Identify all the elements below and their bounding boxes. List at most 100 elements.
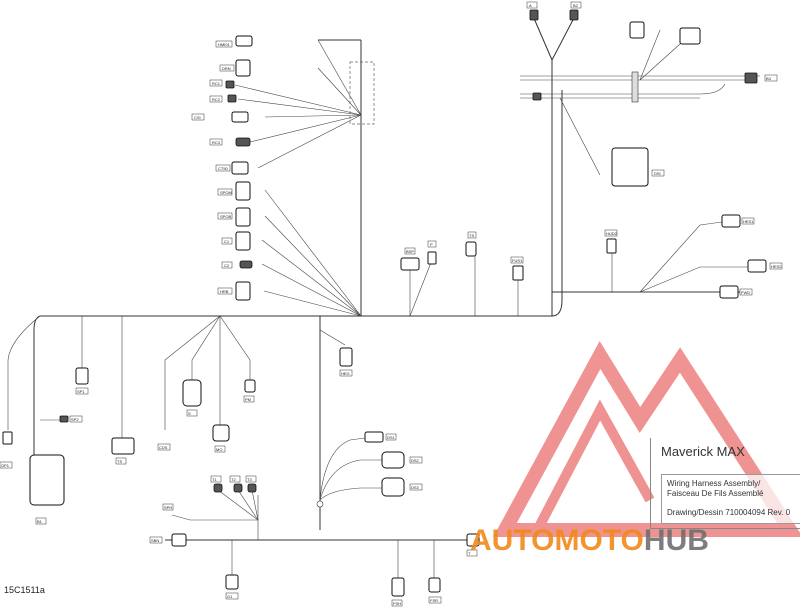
connector-tag-label: T1 xyxy=(212,477,217,482)
drawing-number: Drawing/Dessin 710004094 Rev. 0 xyxy=(667,508,791,517)
connector-shape xyxy=(631,71,639,103)
main-harness-trunk xyxy=(33,15,740,541)
wire-segment xyxy=(171,514,258,521)
wire-segment xyxy=(639,221,723,293)
connector-rc3 xyxy=(235,137,251,147)
connector-tag-label: PM xyxy=(245,397,251,402)
tag-box xyxy=(217,287,233,295)
tag-box xyxy=(604,229,618,237)
tag-box xyxy=(209,138,223,146)
upper-left-tags: HMI01 DRN RC1 RC2 CSI RC3 CT50 SPOM SPOB… xyxy=(191,40,235,295)
wire-segment xyxy=(535,399,655,528)
wire-segment xyxy=(264,215,362,317)
tag-box xyxy=(243,395,255,403)
connector-tag-label: T xyxy=(468,551,471,556)
wire-segment xyxy=(639,29,661,81)
tag-box xyxy=(210,475,222,483)
connector-tag-label: DS2 xyxy=(411,458,420,463)
connector-tag-label: B3 xyxy=(766,76,772,81)
connector-shape xyxy=(316,500,324,508)
connector-tag-label: SPOM xyxy=(220,190,232,195)
connector-a xyxy=(529,9,539,21)
connector-tag-label: S xyxy=(188,411,191,416)
connector-rc1 xyxy=(225,80,235,89)
wire-segment xyxy=(217,489,259,521)
connector-top-right1 xyxy=(629,21,645,39)
wire-segment xyxy=(219,315,251,380)
tag-box xyxy=(427,240,437,248)
tag-box xyxy=(75,387,89,395)
tag-box xyxy=(0,461,13,469)
connector-tag-label: MO xyxy=(216,447,222,452)
tag-box xyxy=(229,475,241,483)
connector-g1 xyxy=(225,574,239,590)
tag-box xyxy=(217,188,233,196)
connector-sp1 xyxy=(75,367,89,385)
wire-segment xyxy=(319,487,382,501)
lower-left-branches: OP1 SP1 SP2 B1 TS CDS S MO PM xyxy=(0,315,256,525)
connector-ts xyxy=(465,241,477,257)
wire-segment xyxy=(264,189,362,317)
wire-segment xyxy=(191,315,221,380)
connector-tag-label: C2 xyxy=(224,263,230,268)
connector-t1 xyxy=(213,483,223,493)
connector-b3 xyxy=(532,92,542,101)
tag-box xyxy=(391,599,403,607)
wire-segment xyxy=(164,315,221,430)
connector-tag-label: BSP xyxy=(406,249,414,254)
connector-op1 xyxy=(2,431,13,445)
connector-tag-label: HMI01 xyxy=(218,42,231,47)
wire-segment xyxy=(493,341,800,537)
connector-shape xyxy=(349,61,375,125)
connector-tag-label: B2 xyxy=(573,3,579,8)
tag-box xyxy=(149,536,163,544)
mid-top-connectors: BSP P TS FUS1 HUD2 xyxy=(400,229,618,317)
wire-segment xyxy=(559,97,601,176)
tag-box xyxy=(404,247,416,255)
wire-segment xyxy=(237,489,259,521)
connector-tag-label: T3 xyxy=(247,477,252,482)
tag-box xyxy=(221,237,233,245)
connector-hmi01 xyxy=(235,35,253,47)
connector-t xyxy=(466,533,480,547)
connector-ds2 xyxy=(381,451,405,469)
connector-fus1 xyxy=(512,265,524,281)
model-name: Maverick MAX xyxy=(661,444,745,459)
wire-segment xyxy=(261,239,362,317)
connector-c1 xyxy=(235,231,251,251)
wire-segment xyxy=(319,437,366,501)
tag-box xyxy=(214,445,226,453)
connector-t3 xyxy=(247,483,257,493)
wire-segment xyxy=(319,329,346,346)
connector-fwd xyxy=(719,285,739,299)
wire-segment xyxy=(551,15,576,61)
connector-pm xyxy=(244,379,256,393)
connector-tag-label: DSI xyxy=(654,171,661,176)
tag-box xyxy=(215,40,233,48)
connector-tag-label: DRN xyxy=(222,66,231,71)
wire-segment xyxy=(409,259,433,317)
tag-box xyxy=(209,79,223,87)
connector-spom xyxy=(235,181,251,201)
tag-box xyxy=(221,261,233,269)
tag-box xyxy=(764,74,778,82)
connector-tag-label: FSH xyxy=(393,601,401,606)
connector-tag-label: A xyxy=(529,3,532,8)
connector-tag-label: CT50 xyxy=(218,166,229,171)
tag-box xyxy=(385,433,397,441)
tag-box xyxy=(467,231,477,239)
tag-box xyxy=(739,288,753,296)
connector-tag-label: FUS1 xyxy=(512,258,523,263)
tag-box xyxy=(526,1,538,9)
connector-tag-label: HRB xyxy=(220,289,229,294)
connector-tag-label: HES1 xyxy=(743,219,754,224)
connector-tag-label: CSI xyxy=(194,115,201,120)
connector-tag-label: T2 xyxy=(231,477,236,482)
connector-hes2 xyxy=(747,259,767,273)
title-block: Maverick MAX Wiring Harness Assembly/ Fa… xyxy=(650,438,800,529)
tag-box xyxy=(217,212,233,220)
connector-tag-label: CDS xyxy=(159,445,168,450)
connector-drn xyxy=(235,59,251,77)
wire-segment xyxy=(257,114,362,169)
wire-segment xyxy=(639,266,748,293)
